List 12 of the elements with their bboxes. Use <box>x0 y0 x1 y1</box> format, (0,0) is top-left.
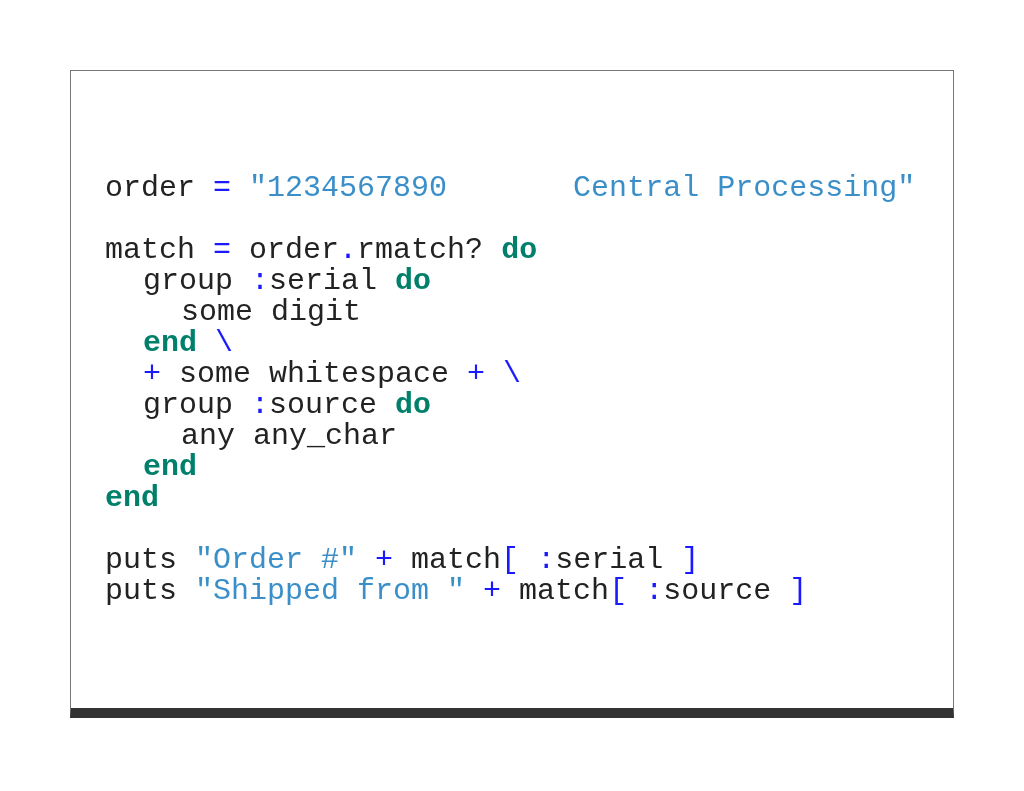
code-line: order = "1234567890 Central Processing" <box>105 173 916 204</box>
code-line: + some whitespace + \ <box>143 359 522 390</box>
code-line: end \ <box>143 328 234 359</box>
code-line: end <box>143 452 197 483</box>
code-line: puts "Order #" + match[ :serial ] <box>105 545 700 576</box>
code-line: any any_char <box>181 421 398 452</box>
code-line: match = order.rmatch? do <box>105 235 538 266</box>
code-line: some digit <box>181 297 362 328</box>
code-line: group :source do <box>143 390 432 421</box>
code-line: puts "Shipped from " + match[ :source ] <box>105 576 808 607</box>
code-line: group :serial do <box>143 266 432 297</box>
code-line: end <box>105 483 159 514</box>
